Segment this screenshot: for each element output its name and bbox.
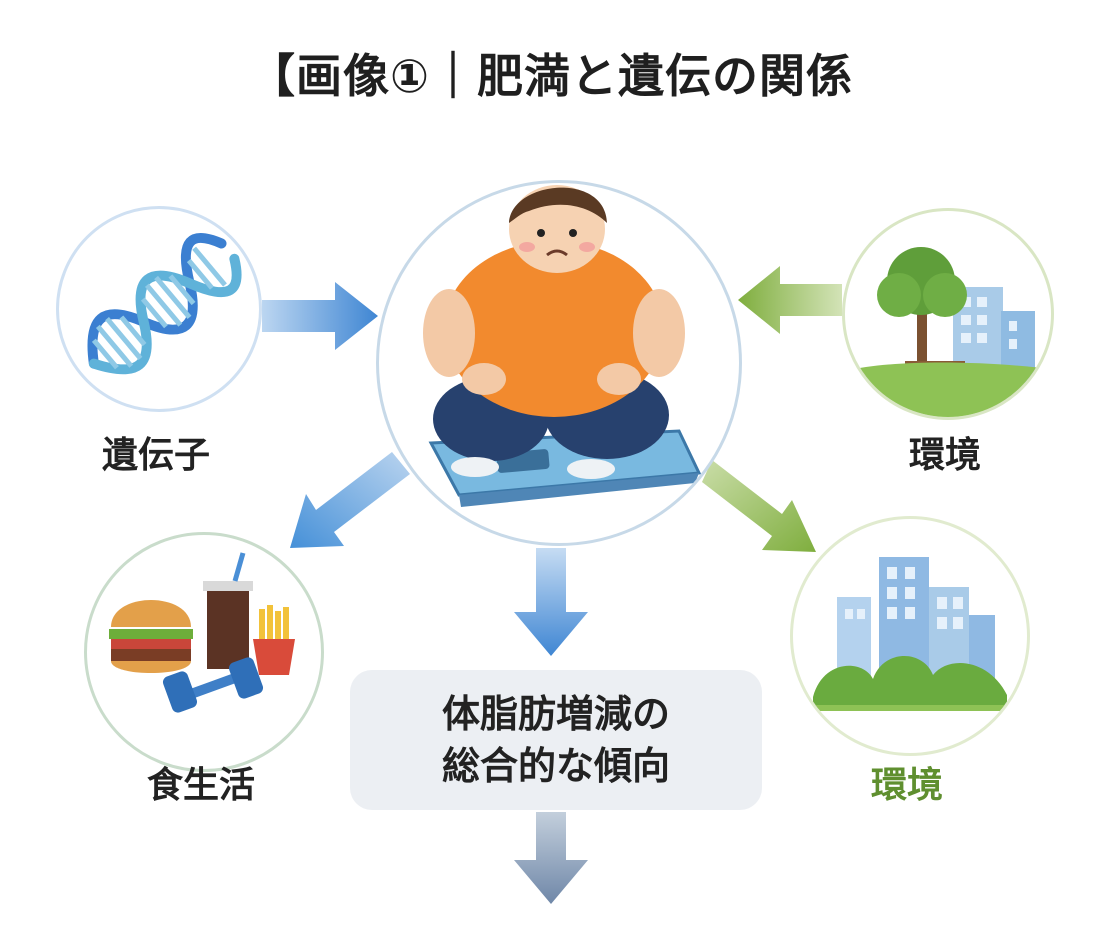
arrow-genes-to-center <box>262 282 378 350</box>
result-line-1: 体脂肪増減の <box>441 692 670 736</box>
label-environment-top: 環境 <box>908 435 981 476</box>
arrow-center-to-environment <box>702 460 816 552</box>
arrow-environment-to-center <box>738 266 842 334</box>
arrow-center-to-diet <box>290 452 410 548</box>
arrow-center-to-result <box>514 548 588 656</box>
label-environment-bottom: 環境 <box>870 765 943 806</box>
result-line-2: 総合的な傾向 <box>441 744 670 788</box>
genes-circle <box>56 206 262 412</box>
food-icon <box>109 552 295 713</box>
person-on-scale-illustration <box>423 185 702 507</box>
environment-city-circle <box>790 516 1030 756</box>
arrow-result-down <box>514 812 588 904</box>
label-genes: 遺伝子 <box>101 435 210 476</box>
label-diet: 食生活 <box>146 765 255 806</box>
diet-circle <box>84 532 324 772</box>
environment-park-circle <box>842 208 1054 420</box>
park-buildings-icon <box>845 247 1051 417</box>
result-box: 体脂肪増減の 総合的な傾向 <box>350 670 762 810</box>
city-buildings-icon <box>813 557 1007 711</box>
page-title: 【画像①｜肥満と遺伝の関係 <box>249 49 853 103</box>
center-circle <box>376 180 742 546</box>
dna-icon <box>87 232 242 375</box>
